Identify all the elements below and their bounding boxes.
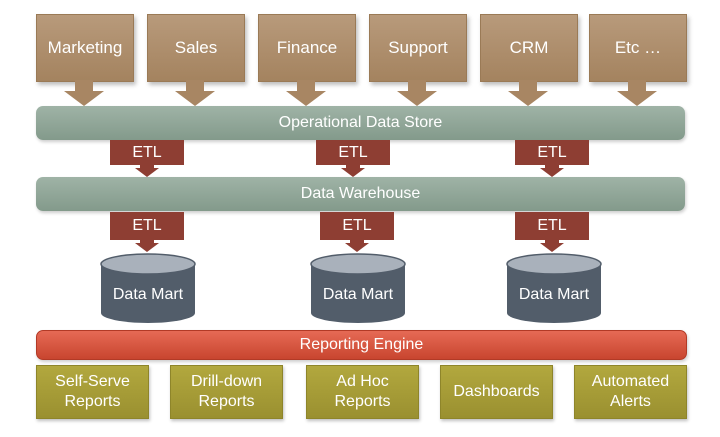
etl-label: ETL <box>537 217 567 234</box>
report-self-serve: Self-Serve Reports <box>36 365 149 419</box>
arrow-marketing-to-ods <box>64 80 104 106</box>
source-support: Support <box>369 14 467 82</box>
etl-label: ETL <box>342 217 372 234</box>
source-finance: Finance <box>258 14 356 82</box>
etl-dw-to-mart-3: ETL <box>515 212 589 254</box>
etl-label: ETL <box>132 217 162 234</box>
arrow-sales-to-ods <box>175 80 215 106</box>
report-drill-down: Drill-down Reports <box>170 365 283 419</box>
arrow-support-to-ods <box>397 80 437 106</box>
data-mart-1: Data Mart <box>100 253 196 325</box>
source-sales: Sales <box>147 14 245 82</box>
etl-dw-to-mart-2: ETL <box>320 212 394 254</box>
etl-ods-to-dw-2: ETL <box>316 140 390 182</box>
data-warehouse: Data Warehouse <box>36 177 685 211</box>
data-mart-3: Data Mart <box>506 253 602 325</box>
arrow-finance-to-ods <box>286 80 326 106</box>
etl-label: ETL <box>338 143 368 161</box>
arrow-etc-to-ods <box>617 80 657 106</box>
etl-label: ETL <box>537 143 567 161</box>
etl-dw-to-mart-1: ETL <box>110 212 184 254</box>
data-mart-label: Data Mart <box>112 286 184 303</box>
report-automated-alerts: Automated Alerts <box>574 365 687 419</box>
etl-label: ETL <box>132 143 162 161</box>
data-mart-2: Data Mart <box>310 253 406 325</box>
etl-ods-to-dw-3: ETL <box>515 140 589 182</box>
etl-ods-to-dw-1: ETL <box>110 140 184 182</box>
operational-data-store: Operational Data Store <box>36 106 685 140</box>
reporting-engine: Reporting Engine <box>36 330 687 360</box>
report-dashboards: Dashboards <box>440 365 553 419</box>
report-ad-hoc: Ad Hoc Reports <box>306 365 419 419</box>
source-etc: Etc … <box>589 14 687 82</box>
source-marketing: Marketing <box>36 14 134 82</box>
data-mart-label: Data Mart <box>322 286 394 303</box>
arrow-crm-to-ods <box>508 80 548 106</box>
data-mart-label: Data Mart <box>518 286 590 303</box>
source-crm: CRM <box>480 14 578 82</box>
